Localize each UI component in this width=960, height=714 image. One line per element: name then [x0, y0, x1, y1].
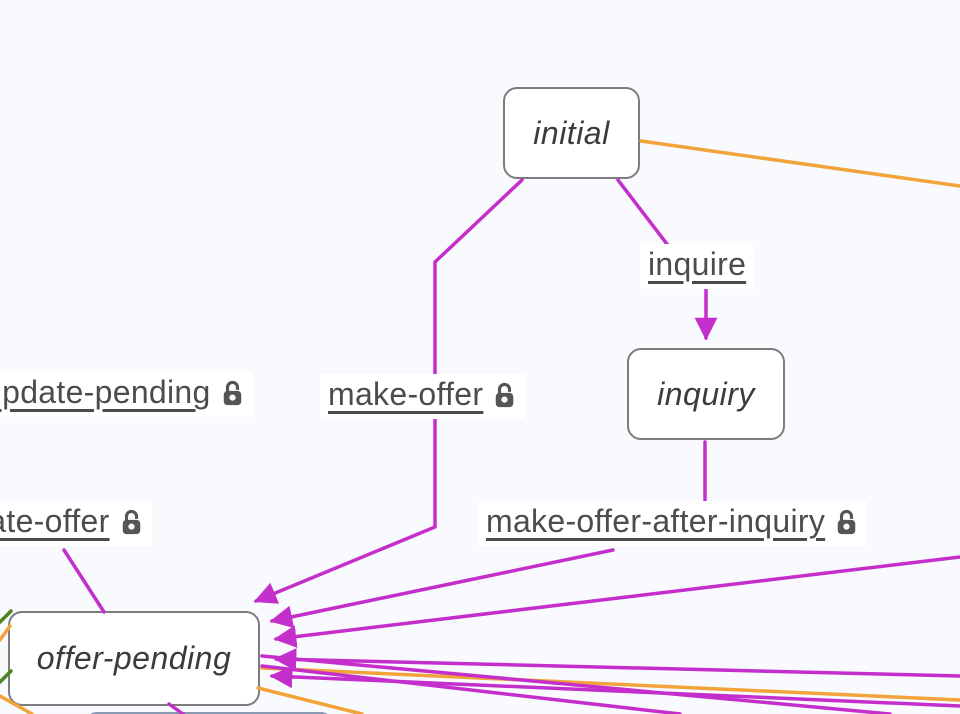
transition-label-make-offer[interactable]: make-offer — [320, 374, 526, 419]
transition-label-update-pending[interactable]: update-pending — [0, 372, 253, 417]
transition-text-update-pending: update-pending — [0, 374, 211, 410]
lock-icon — [223, 380, 241, 405]
transition-label-update-offer[interactable]: update-offer — [0, 501, 152, 546]
lock-icon — [837, 509, 856, 534]
transition-label-make-offer-after-inquiry[interactable]: make-offer-after-inquiry — [478, 501, 868, 546]
state-node-offer-pending[interactable]: offer-pending — [8, 611, 260, 706]
state-node-initial[interactable]: initial — [503, 87, 640, 179]
state-label-initial: initial — [533, 114, 610, 151]
transition-text-make-offer: make-offer — [328, 376, 484, 412]
state-node-inquiry[interactable]: inquiry — [627, 348, 785, 440]
transition-label-inquire[interactable]: inquire — [640, 244, 755, 289]
transition-text-make-offer-after-inquiry: make-offer-after-inquiry — [486, 503, 826, 539]
transition-text-inquire: inquire — [648, 246, 747, 282]
lock-icon — [496, 382, 514, 407]
state-label-offer-pending: offer-pending — [36, 640, 232, 676]
state-label-inquiry: inquiry — [657, 375, 755, 412]
lock-icon — [122, 509, 140, 534]
transition-text-update-offer: update-offer — [0, 503, 110, 539]
